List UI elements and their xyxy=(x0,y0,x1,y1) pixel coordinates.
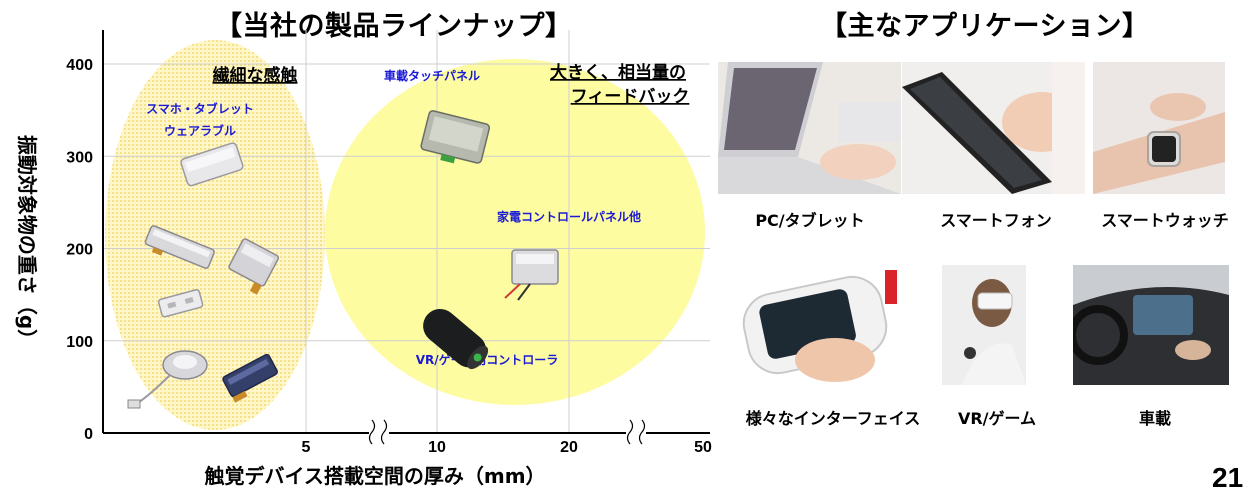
laptop-photo-icon xyxy=(718,62,901,194)
zone-title-large-line1: 大きく、相当量の xyxy=(550,62,686,83)
x-tick-label: 50 xyxy=(694,439,712,456)
device-appliance-actuator-icon xyxy=(504,249,559,301)
y-tick-label: 100 xyxy=(66,334,93,351)
y-tick-label: 400 xyxy=(66,57,93,74)
device-small-flat-icon xyxy=(157,289,204,318)
device-dark-actuator-icon xyxy=(222,353,278,403)
app-label-smartwatch: スマートウォッチ xyxy=(1101,211,1229,230)
car-dashboard-photo-icon xyxy=(1073,265,1229,385)
y-axis-label: 振動対象物の重さ（g） xyxy=(15,135,39,349)
product-label-smartphone: スマホ・タブレット xyxy=(146,101,254,116)
app-label-car: 車載 xyxy=(1138,409,1171,428)
app-label-smartphone: スマートフォン xyxy=(940,211,1052,230)
product-lineup-chart: 0 100 200 300 400 5 10 20 50 触覚デバイス搭載空間の厚み（m… xyxy=(15,30,712,488)
zone-delicate-feel xyxy=(105,40,325,430)
product-label-appliance: 家電コントロールパネル他 xyxy=(497,209,641,224)
zone-title-delicate: 繊細な感触 xyxy=(213,65,298,86)
device-coin-motor-icon xyxy=(127,350,208,409)
app-label-pc-tablet: PC/タブレット xyxy=(755,211,865,230)
zone-large-feedback xyxy=(325,59,705,405)
y-tick-label: 300 xyxy=(66,149,93,166)
app-label-interfaces: 様々なインターフェイス xyxy=(745,409,921,428)
y-tick-label: 0 xyxy=(84,426,93,443)
x-tick-label: 20 xyxy=(560,439,578,456)
vr-headset-photo-icon xyxy=(942,265,1026,385)
device-lra-long-icon xyxy=(144,225,215,269)
device-lra-block-icon xyxy=(228,238,280,295)
x-tick-label: 10 xyxy=(428,439,446,456)
x-tick-label: 5 xyxy=(302,439,311,456)
device-vr-controller-actuator-icon xyxy=(423,308,489,370)
device-interface-photo-icon xyxy=(735,265,915,395)
product-label-wearable: ウェアラブル xyxy=(164,123,236,138)
page-number: 21 xyxy=(1212,462,1244,493)
chart-title: 【当社の製品ラインナップ】 xyxy=(215,11,573,42)
device-flat-actuator-1-icon xyxy=(180,142,244,187)
x-axis-label: 触覚デバイス搭載空間の厚み（mm） xyxy=(204,464,545,488)
applications-title: 【主なアプリケーション】 xyxy=(820,11,1150,42)
x-axis-break-1 xyxy=(368,418,389,445)
app-label-vr-game: VR/ゲーム xyxy=(957,409,1037,428)
product-label-car-touch: 車載タッチパネル xyxy=(384,68,480,83)
x-axis-break-2 xyxy=(626,418,646,445)
zone-title-large-line2: フィードバック xyxy=(571,87,690,107)
device-car-touch-actuator-icon xyxy=(420,110,491,164)
y-tick-label: 200 xyxy=(66,242,93,259)
smartwatch-photo-icon xyxy=(1093,62,1225,194)
smartphone-photo-icon xyxy=(902,62,1085,194)
